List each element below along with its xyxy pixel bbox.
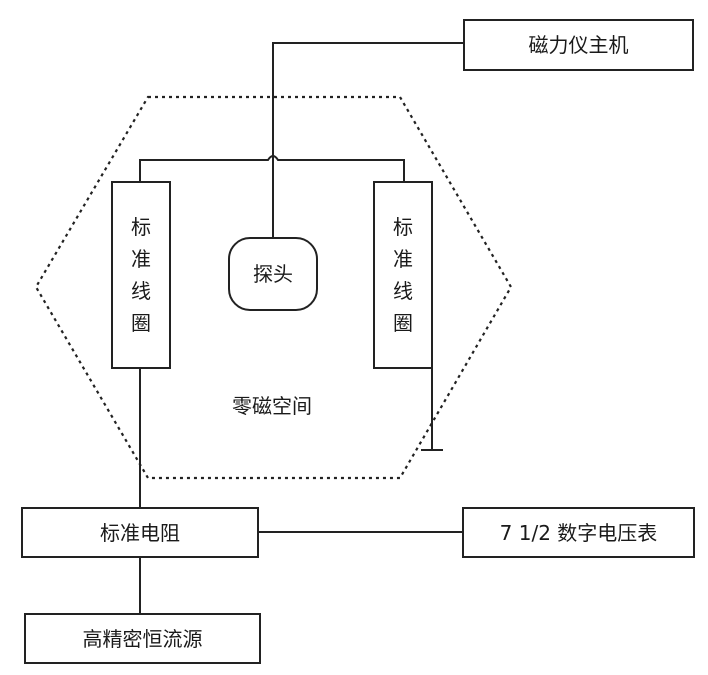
standard-resistor-box: 标准电阻 — [21, 507, 259, 558]
zero-field-boundary — [34, 95, 513, 480]
voltmeter-label: 7 1/2 数字电压表 — [499, 520, 658, 545]
left-coil-label: 标 准 线 圈 — [113, 211, 169, 339]
current-source-box: 高精密恒流源 — [24, 613, 261, 664]
left-coil-char: 线 — [131, 279, 151, 303]
right-standard-coil: 标 准 线 圈 — [373, 181, 433, 369]
magnetometer-host-box: 磁力仪主机 — [463, 19, 694, 71]
standard-resistor-label: 标准电阻 — [100, 520, 180, 545]
zero-field-label: 零磁空间 — [232, 394, 312, 418]
current-source-label: 高精密恒流源 — [82, 626, 203, 651]
probe-label: 探头 — [253, 262, 293, 286]
right-coil-char: 圈 — [393, 311, 413, 335]
probe-box: 探头 — [228, 237, 318, 311]
magnetometer-host-label: 磁力仪主机 — [528, 33, 629, 57]
right-coil-char: 标 — [393, 215, 413, 239]
left-coil-char: 圈 — [131, 311, 151, 335]
left-standard-coil: 标 准 线 圈 — [111, 181, 171, 369]
host-probe-wire — [272, 42, 465, 238]
left-coil-char: 准 — [131, 247, 151, 271]
right-coil-char: 线 — [393, 279, 413, 303]
left-coil-char: 标 — [131, 215, 151, 239]
right-coil-char: 准 — [393, 247, 413, 271]
voltmeter-box: 7 1/2 数字电压表 — [462, 507, 695, 558]
coil-interconnect-wire — [139, 155, 405, 182]
right-coil-label: 标 准 线 圈 — [375, 211, 431, 339]
